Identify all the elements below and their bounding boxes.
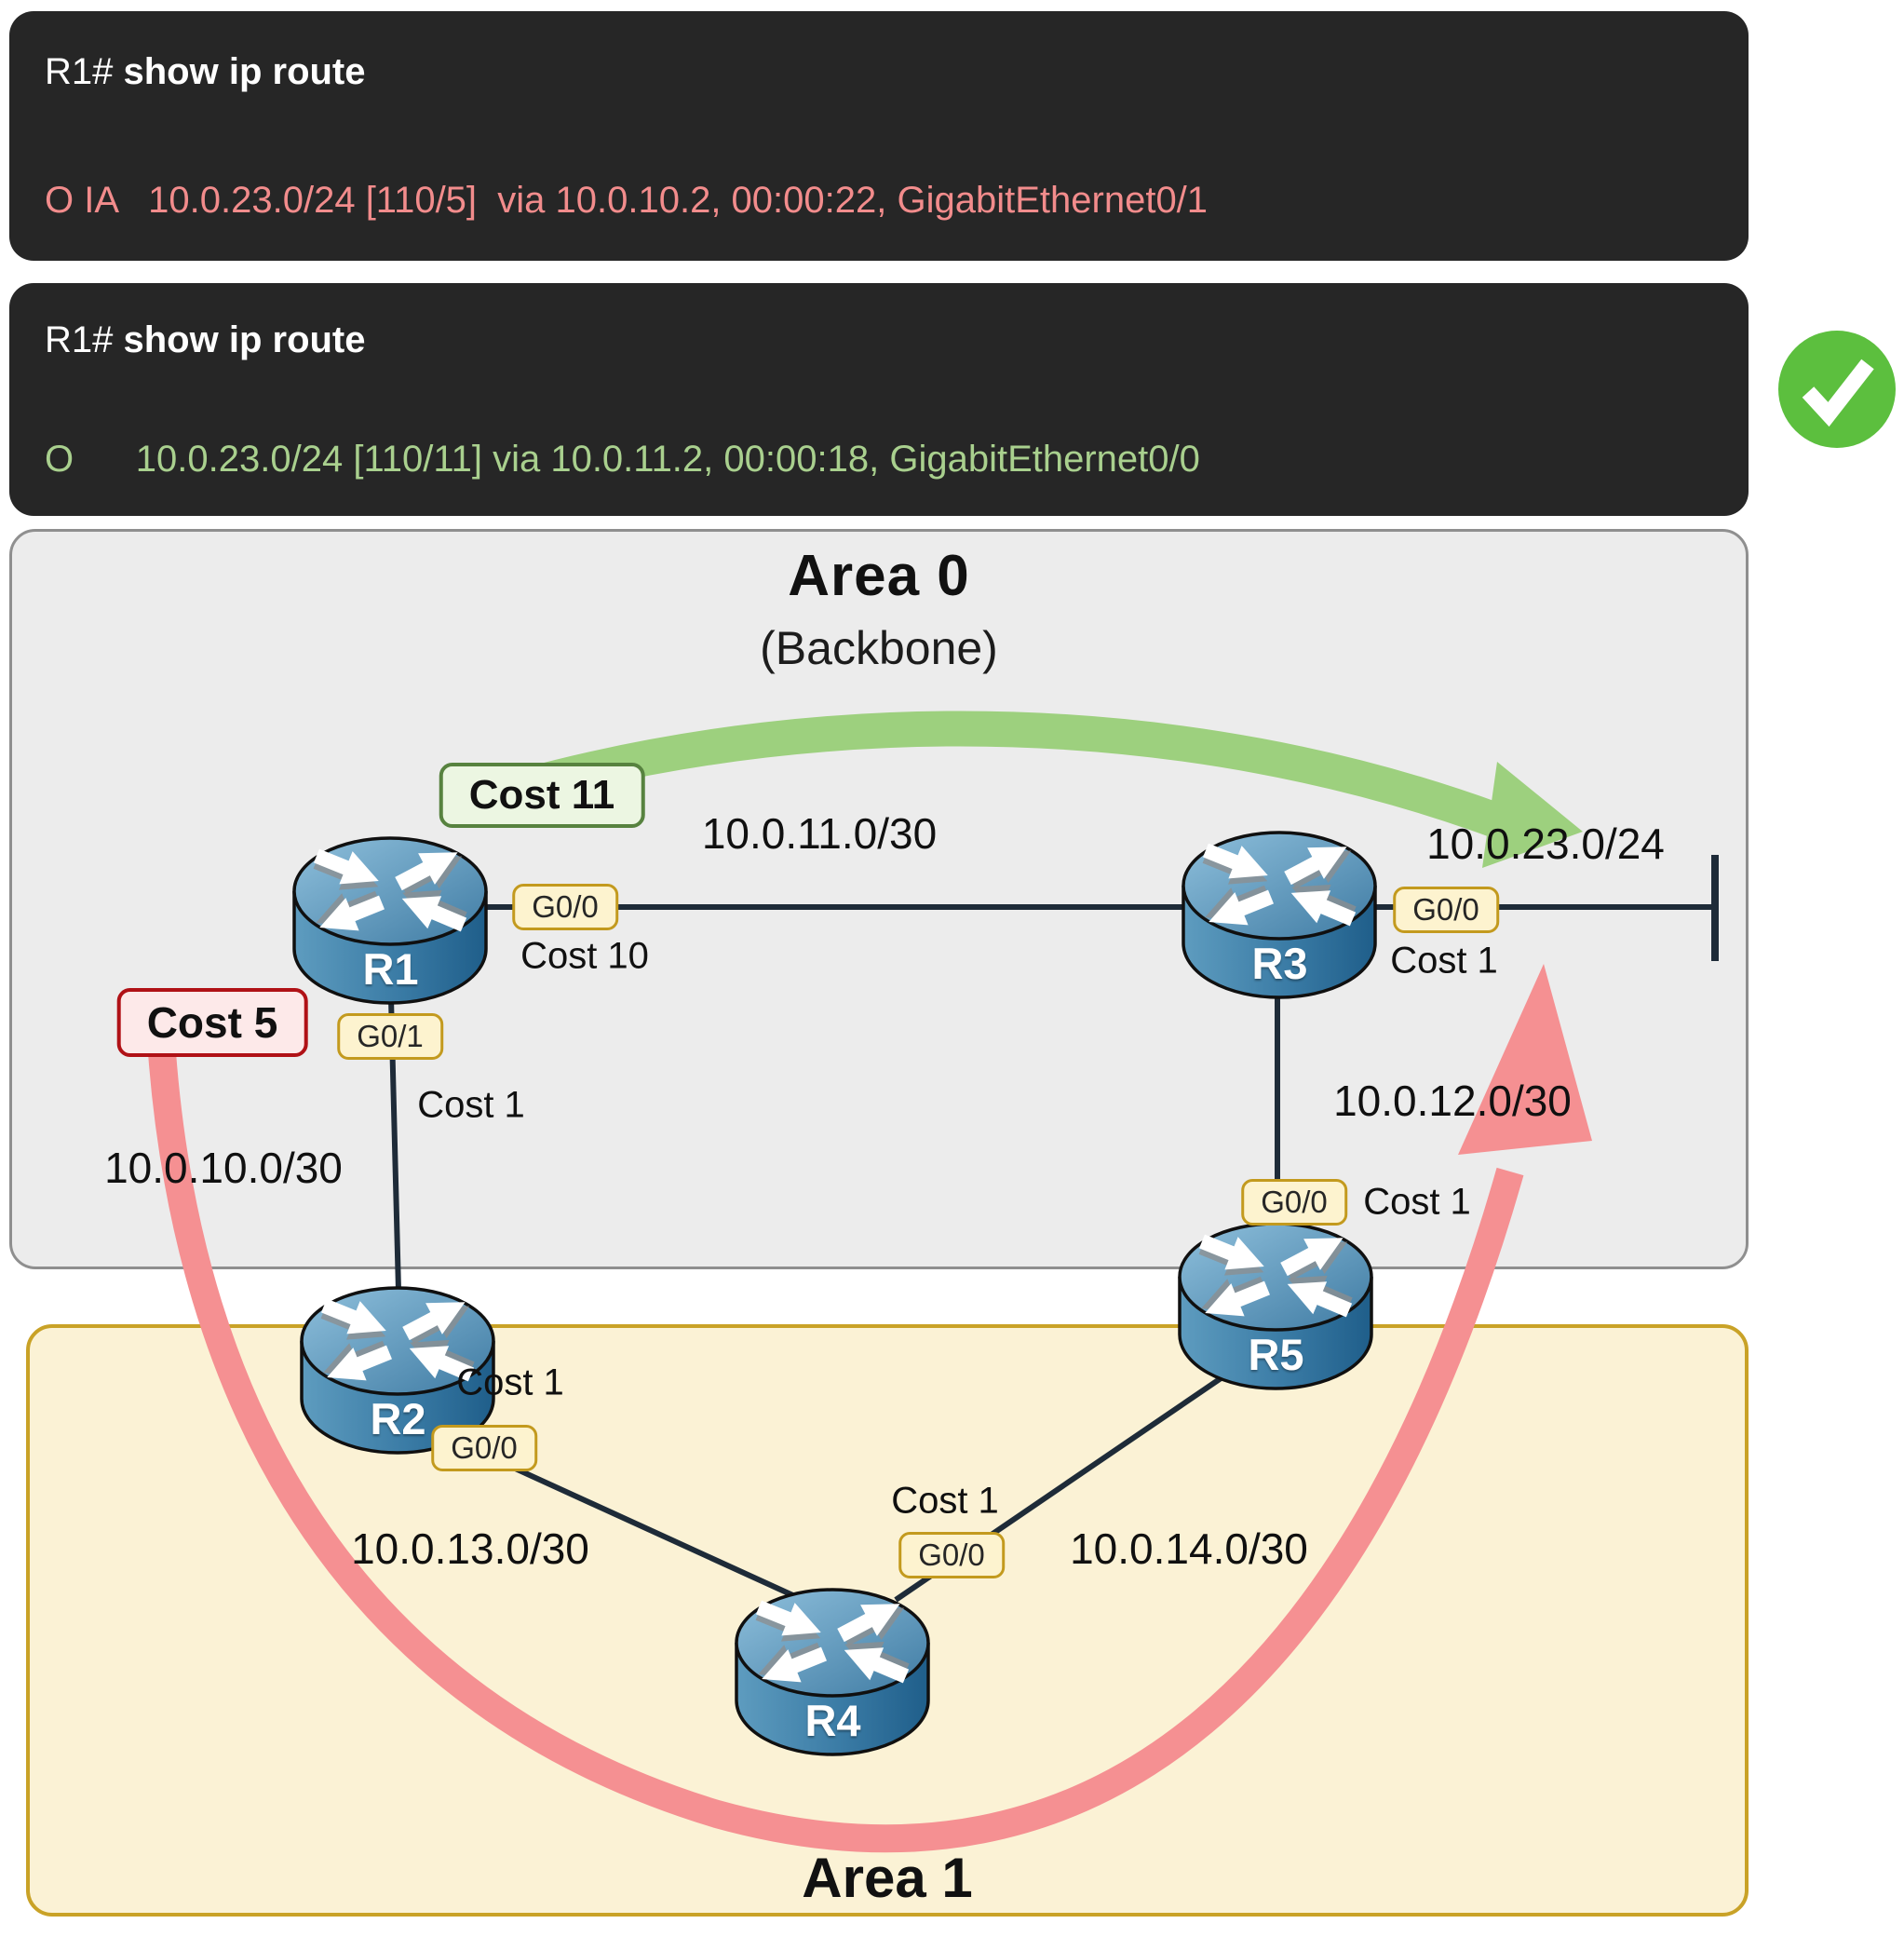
cli-prompt: R1# <box>45 319 124 360</box>
interface-badge-r1-g01: G0/1 <box>337 1013 443 1060</box>
green-path-arrow <box>516 711 1583 868</box>
router-r3: R3 <box>1180 828 1380 1001</box>
terminal-output-2: R1# show ip route O 10.0.23.0/24 [110/11… <box>9 283 1749 516</box>
cost-label-r1-g00: Cost 10 <box>520 935 649 977</box>
router-r5-label: R5 <box>1248 1330 1304 1379</box>
network-label-10-0-12: 10.0.12.0/30 <box>1333 1077 1572 1125</box>
terminal-output-1: R1# show ip route O IA 10.0.23.0/24 [110… <box>9 11 1749 261</box>
router-r3-label: R3 <box>1251 939 1308 988</box>
interface-badge-r3-g00: G0/0 <box>1393 887 1499 933</box>
interface-badge-r4-g00: G0/0 <box>898 1532 1005 1578</box>
interface-badge-r1-g00: G0/0 <box>512 884 618 930</box>
router-r2: R2 <box>298 1283 498 1456</box>
network-label-10-0-11: 10.0.11.0/30 <box>701 809 938 858</box>
router-r2-label: R2 <box>370 1394 426 1443</box>
interface-badge-r2-g00: G0/0 <box>431 1425 537 1471</box>
route-entry-intra-area: O 10.0.23.0/24 [110/11] via 10.0.11.2, 0… <box>45 439 1200 480</box>
cli-command: show ip route <box>123 51 366 92</box>
router-r1-label: R1 <box>362 944 419 994</box>
router-r4-label: R4 <box>804 1696 861 1745</box>
cost5-badge: Cost 5 <box>116 988 308 1057</box>
red-path-arrow <box>146 964 1592 1853</box>
area0-title: Area 0 <box>788 544 970 608</box>
cli-prompt: R1# <box>45 51 124 92</box>
success-check-icon <box>1776 329 1897 450</box>
route-entry-inter-area: O IA 10.0.23.0/24 [110/5] via 10.0.10.2,… <box>45 180 1209 221</box>
network-label-10-0-23: 10.0.23.0/24 <box>1426 820 1665 868</box>
interface-badge-r5-g00: G0/0 <box>1241 1179 1347 1226</box>
cost-label-r1-g01: Cost 1 <box>417 1084 525 1126</box>
network-label-10-0-13: 10.0.13.0/30 <box>351 1524 589 1573</box>
cost-label-r4-g00: Cost 1 <box>891 1480 999 1522</box>
router-r1: R1 <box>290 833 491 1007</box>
cli-command-line: R1# show ip route <box>45 318 1713 361</box>
cost-label-r2-g00: Cost 1 <box>456 1361 564 1403</box>
area0-subtitle: (Backbone) <box>760 622 998 674</box>
cost-label-r3-g00: Cost 1 <box>1390 940 1498 982</box>
router-r5: R5 <box>1176 1219 1376 1392</box>
network-label-10-0-14: 10.0.14.0/30 <box>1070 1524 1308 1573</box>
cost11-badge: Cost 11 <box>439 763 645 828</box>
cli-command-line: R1# show ip route <box>45 50 1713 93</box>
cost-label-r5-g00: Cost 1 <box>1363 1181 1471 1223</box>
router-r4: R4 <box>733 1585 933 1758</box>
area1-title: Area 1 <box>802 1847 973 1909</box>
network-label-10-0-10: 10.0.10.0/30 <box>104 1144 343 1192</box>
cli-command: show ip route <box>123 319 366 360</box>
